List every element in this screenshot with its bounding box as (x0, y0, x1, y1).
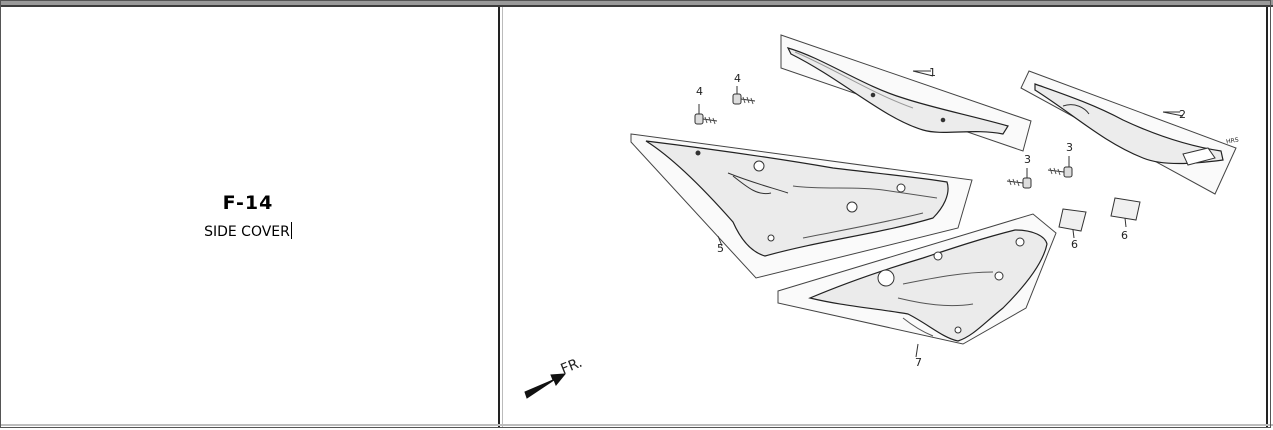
part-6-pads (1058, 197, 1141, 239)
panel-divider (498, 7, 500, 428)
callout-3a: 3 (1024, 153, 1031, 166)
section-title-text: SIDE COVER (204, 224, 290, 240)
callout-7: 7 (915, 356, 922, 369)
callout-6a: 6 (1071, 238, 1078, 251)
callout-4b: 4 (696, 85, 703, 98)
callout-4a: 4 (734, 72, 741, 85)
section-panel (2, 7, 498, 426)
section-code: F-14 (222, 192, 274, 214)
section-title[interactable]: SIDE COVER (0, 222, 496, 240)
top-rule (0, 0, 1273, 7)
callout-1: 1 (929, 66, 936, 79)
part-7-right-side-cover (777, 213, 1057, 345)
part-3-screws (1006, 156, 1073, 189)
parts-diagram: HRS 1 2 3 3 4 4 5 6 6 7 FR. (503, 8, 1266, 424)
callout-3b: 3 (1066, 141, 1073, 154)
top-rule-accent (0, 5, 1273, 7)
callout-2: 2 (1179, 108, 1186, 121)
front-direction-arrow (524, 373, 567, 399)
part-1-upper-cowl (780, 34, 1032, 152)
text-caret (290, 222, 292, 239)
bottom-rule (0, 424, 1273, 426)
exploded-view-svg: HRS 1 2 3 3 4 4 5 6 6 7 FR. (524, 34, 1240, 399)
part-2-rear-cowl (1020, 70, 1237, 195)
callout-5: 5 (717, 242, 724, 255)
part-5-left-side-cover (630, 133, 973, 279)
callout-labels: 1 2 3 3 4 4 5 6 6 7 (696, 66, 1186, 369)
leader-lines (717, 70, 1180, 358)
front-direction-label: FR. (559, 355, 585, 378)
callout-6b: 6 (1121, 229, 1128, 242)
panel-divider-shadow (502, 7, 503, 428)
part-4-screws (694, 86, 756, 125)
part2-logo-text: HRS (1226, 137, 1240, 146)
right-edge (1266, 7, 1268, 428)
